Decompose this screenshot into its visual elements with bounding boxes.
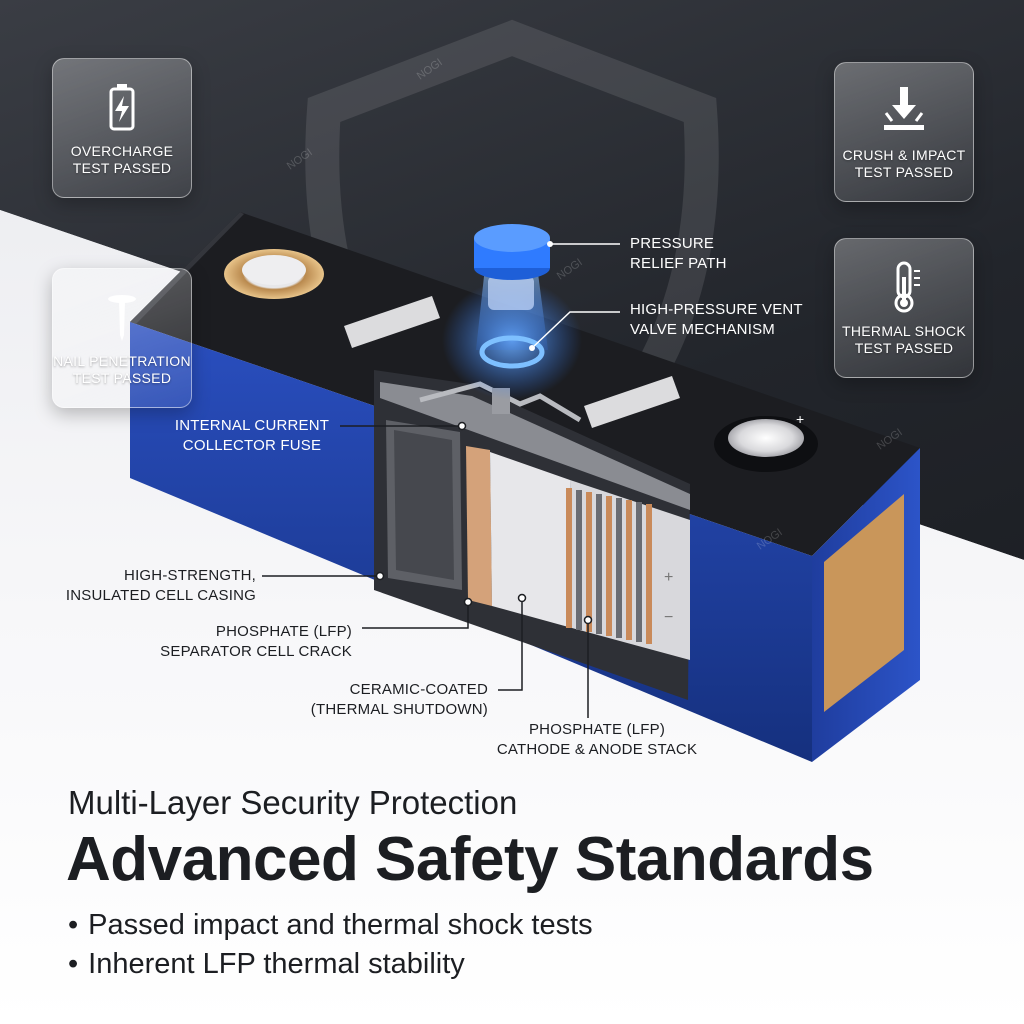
overcharge-label: OVERCHARGE TEST PASSED [70,143,174,176]
pressure-relief-callout: PRESSURE RELIEF PATH [630,235,727,272]
thermometer-icon [894,261,920,313]
crush-impact-label: CRUSH & IMPACT TEST PASSED [842,147,966,180]
subtitle: Multi-Layer Security Protection [68,784,518,821]
list-item: Inherent LFP thermal stability [68,945,593,984]
separator-layer [466,446,492,606]
vent-ring [479,335,545,369]
ceramic-block [490,452,572,628]
watermark: NOGI [555,256,585,282]
copper-label [824,494,904,712]
nail-penetration-badge: NAIL PENETRATION TEST PASSED [52,268,192,408]
stack-plus-sign: + [664,569,673,586]
top-plate-left [344,296,440,348]
nail-penetration-label: NAIL PENETRATION TEST PASSED [53,353,191,386]
list-item: Passed impact and thermal shock tests [68,906,593,945]
separator-callout: PHOSPHATE (LFP) SEPARATOR CELL CRACK [160,623,352,660]
stack-minus-sign: − [664,609,673,626]
vent-valve-callout: HIGH-PRESSURE VENT VALVE MECHANISM [630,301,803,338]
nail-icon [108,295,136,341]
page-title: Advanced Safety Standards [66,825,874,894]
thermal-shock-label: THERMAL SHOCK TEST PASSED [842,323,966,356]
fuse-bracket [419,381,582,423]
overcharge-badge: OVERCHARGE TEST PASSED [52,58,192,198]
electrode-stack [566,488,652,644]
ceramic-callout: CERAMIC-COATED (THERMAL SHUTDOWN) [310,681,488,718]
terminal-plus-sign: + [796,411,804,427]
top-plate-right [584,376,680,428]
thermal-shock-badge: THERMAL SHOCK TEST PASSED [834,238,974,378]
cell-casing-callout: HIGH-STRENGTH, INSULATED CELL CASING [65,567,256,604]
crush-impact-badge: CRUSH & IMPACT TEST PASSED [834,62,974,202]
feature-list: Passed impact and thermal shock tests In… [68,906,593,984]
stack-callout: PHOSPHATE (LFP) CATHODE & ANODE STACK [496,721,698,758]
crush-arrow-icon [884,87,924,130]
battery-bolt-icon [109,84,135,131]
collector-fuse-callout: INTERNAL CURRENT COLLECTOR FUSE [174,417,330,454]
